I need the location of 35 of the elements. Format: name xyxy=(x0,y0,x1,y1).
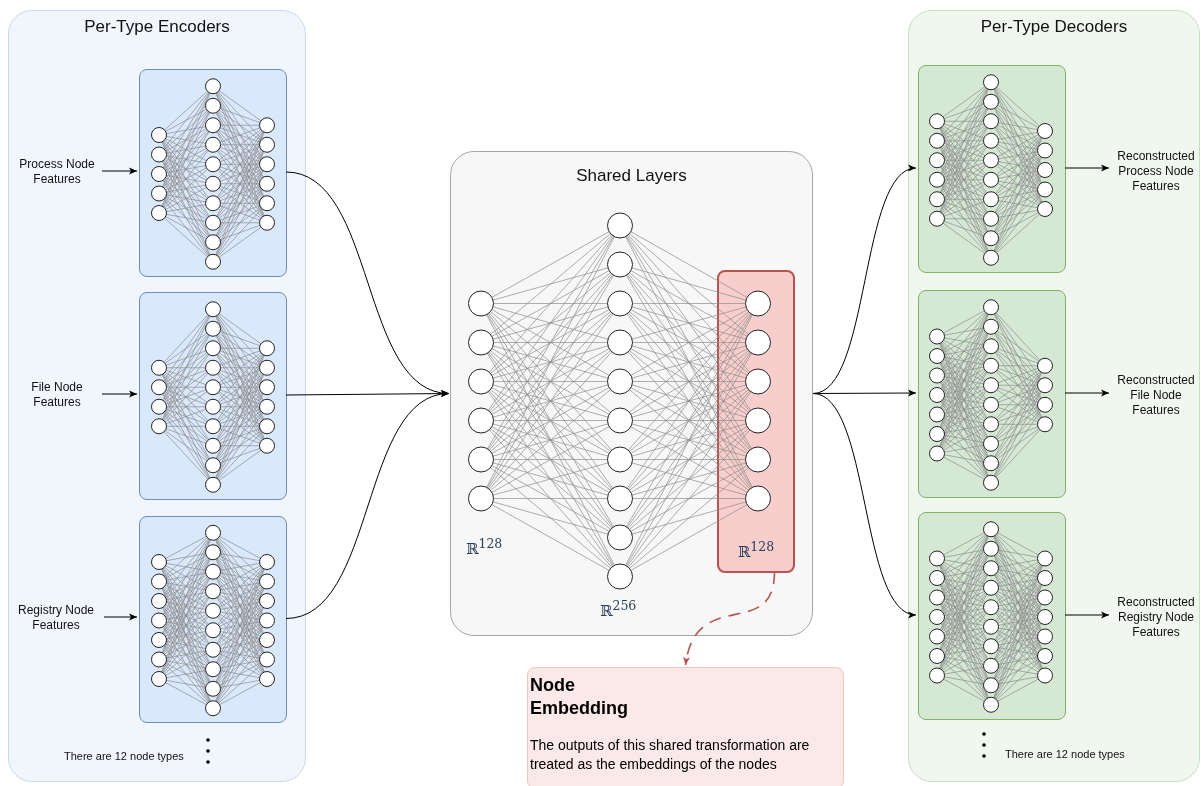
feature-label: Reconstructed Process Node Features xyxy=(1109,145,1201,197)
encoder-network-box xyxy=(139,69,287,277)
feature-label: Registry Node Features xyxy=(7,600,105,636)
dimension-label: ℝ$^{256}$ xyxy=(600,598,637,620)
decoder-network-box xyxy=(918,512,1066,720)
decoder-network-box xyxy=(918,290,1066,498)
dashed-arrow xyxy=(683,571,776,666)
panel-title: Shared Layers xyxy=(575,166,688,186)
arrow xyxy=(101,390,138,398)
feature-label: File Node Features xyxy=(11,377,103,413)
encoder-network-box xyxy=(139,516,287,723)
arrow xyxy=(1064,611,1110,619)
dimension-label: ℝ$^{128}$ xyxy=(466,536,503,558)
arrow xyxy=(1064,164,1110,172)
arrow xyxy=(101,167,138,175)
feature-label: Process Node Features xyxy=(11,154,103,190)
note-heading: Node Embedding xyxy=(530,674,629,720)
arrow xyxy=(812,393,917,616)
feature-label: Reconstructed Registry Node Features xyxy=(1109,591,1201,643)
panel-title: Per-Type Decoders xyxy=(979,17,1129,37)
feature-label: Reconstructed File Node Features xyxy=(1109,369,1201,421)
note-text: The outputs of this shared transformation are treated as the embeddings of the nodes xyxy=(530,736,811,774)
arrow xyxy=(285,391,450,619)
shared-layers-panel xyxy=(450,151,813,636)
arrow xyxy=(1064,389,1110,397)
dimension-label: ℝ$^{128}$ xyxy=(736,539,776,561)
note-text: There are 12 node types xyxy=(1005,748,1125,760)
panel-title: Per-Type Encoders xyxy=(83,17,231,37)
arrow xyxy=(103,613,138,621)
note-text: There are 12 node types xyxy=(64,750,184,762)
embedding-note-box xyxy=(527,667,844,786)
decoder-panel xyxy=(908,10,1200,782)
encoder-panel xyxy=(8,10,306,782)
decoder-network-box xyxy=(918,65,1066,273)
encoder-network-box xyxy=(139,292,287,500)
